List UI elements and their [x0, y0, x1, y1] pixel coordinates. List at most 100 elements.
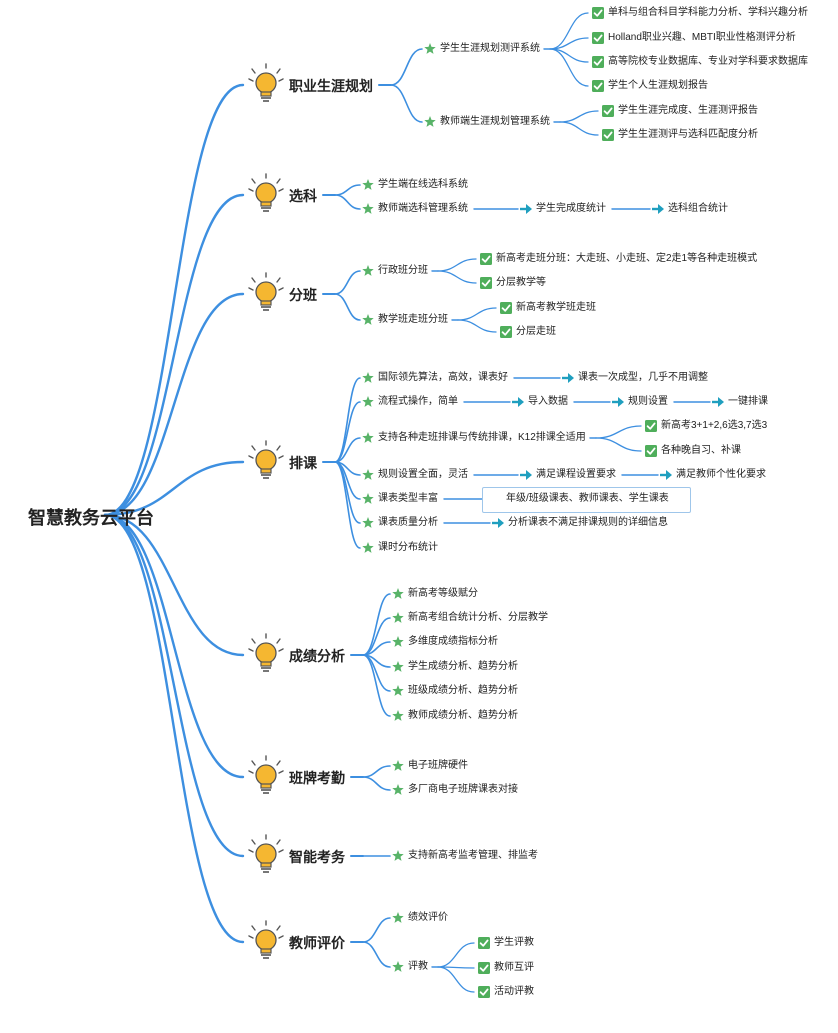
flow-step-label[interactable]: 导入数据: [528, 396, 568, 407]
leaf-label[interactable]: 学生生涯测评与选科匹配度分析: [618, 129, 758, 140]
flow-step-label[interactable]: 年级/班级课表、教师课表、学生课表: [506, 493, 669, 504]
arrow-right-icon: [562, 373, 574, 383]
subtopic-label[interactable]: 流程式操作，简单: [378, 396, 458, 407]
leaf-label[interactable]: 分层教学等: [496, 277, 546, 288]
leaf-label[interactable]: 教师互评: [494, 962, 534, 973]
check-icon: [480, 253, 492, 265]
connector-line: [362, 917, 391, 943]
subtopic-label[interactable]: 绩效评价: [408, 912, 448, 923]
connector-line: [362, 776, 391, 791]
check-icon: [478, 962, 490, 974]
subtopic-label[interactable]: 学生端在线选科系统: [378, 179, 468, 190]
connector-line: [334, 270, 361, 295]
flow-step-label[interactable]: 选科组合统计: [668, 203, 728, 214]
subtopic-label[interactable]: 学生生涯规划测评系统: [440, 43, 540, 54]
star-icon: [392, 784, 404, 795]
arrow-right-icon: [612, 397, 624, 407]
star-icon: [392, 661, 404, 672]
star-icon: [362, 469, 374, 480]
subtopic-label[interactable]: 支持新高考监考管理、排监考: [408, 850, 538, 861]
subtopic-label[interactable]: 电子班牌硬件: [408, 760, 468, 771]
arrow-right-icon: [660, 470, 672, 480]
leaf-label[interactable]: 活动评教: [494, 986, 534, 997]
connector-line: [362, 765, 391, 778]
subtopic-label[interactable]: 新高考组合统计分析、分层教学: [408, 612, 548, 623]
flow-step-label[interactable]: 分析课表不满足排课规则的详细信息: [508, 517, 668, 528]
leaf-label[interactable]: 学生生涯完成度、生涯测评报告: [618, 105, 758, 116]
star-icon: [362, 372, 374, 383]
star-icon: [362, 265, 374, 276]
subtopic-label[interactable]: 学生成绩分析、趋势分析: [408, 661, 518, 672]
star-icon: [424, 116, 436, 127]
star-icon: [362, 517, 374, 528]
connector-line: [437, 270, 477, 284]
leaf-label[interactable]: 新高考3+1+2,6选3,7选3: [661, 420, 768, 431]
flow-step-label[interactable]: 学生完成度统计: [536, 203, 606, 214]
flow-step-label[interactable]: 满足教师个性化要求: [676, 469, 766, 480]
subtopic-label[interactable]: 课时分布统计: [378, 542, 438, 553]
root-topic[interactable]: 智慧教务云平台: [28, 508, 154, 528]
connector-line: [559, 110, 599, 123]
leaf-label[interactable]: 单科与组合科目学科能力分析、学科兴趣分析: [608, 7, 808, 18]
connector-line: [334, 461, 361, 524]
topic-title[interactable]: 班牌考勤: [289, 770, 345, 786]
leaf-label[interactable]: 学生个人生涯规划报告: [608, 80, 708, 91]
leaf-label[interactable]: 学生评教: [494, 937, 534, 948]
leaf-label[interactable]: 新高考教学班走班: [516, 302, 596, 313]
connector-line: [457, 307, 497, 321]
subtopic-label[interactable]: 支持各种走班排课与传统排课，K12排课全适用: [378, 432, 586, 443]
flow-step-label[interactable]: 一键排课: [728, 396, 768, 407]
subtopic-label[interactable]: 行政班分班: [378, 265, 428, 276]
subtopic-label[interactable]: 课表质量分析: [378, 517, 438, 528]
connector-line: [103, 193, 245, 517]
leaf-label[interactable]: 新高考走班分班：大走班、小走班、定2走1等各种走班模式: [496, 253, 758, 264]
connector-line: [334, 437, 361, 463]
check-icon: [478, 986, 490, 998]
subtopic-label[interactable]: 教师成绩分析、趋势分析: [408, 710, 518, 721]
connector-line: [559, 121, 599, 136]
connector-line: [457, 319, 497, 333]
subtopic-label[interactable]: 课表类型丰富: [378, 493, 438, 504]
flow-step-label[interactable]: 满足课程设置要求: [536, 469, 616, 480]
leaf-label[interactable]: Holland职业兴趣、MBTI职业性格测评分析: [608, 32, 796, 43]
subtopic-label[interactable]: 教师端选科管理系统: [378, 203, 468, 214]
lightbulb-icon: [248, 920, 284, 959]
arrow-right-icon: [520, 204, 532, 214]
subtopic-label[interactable]: 教学班走班分班: [378, 314, 448, 325]
topic-title[interactable]: 职业生涯规划: [289, 78, 373, 94]
subtopic-label[interactable]: 规则设置全面，灵活: [378, 469, 468, 480]
flow-step-label[interactable]: 规则设置: [628, 396, 668, 407]
subtopic-label[interactable]: 新高考等级赋分: [408, 588, 478, 599]
subtopic-label[interactable]: 多厂商电子班牌课表对接: [408, 784, 518, 795]
subtopic-label[interactable]: 班级成绩分析、趋势分析: [408, 685, 518, 696]
topic-title[interactable]: 选科: [289, 188, 317, 204]
subtopic-label[interactable]: 教师端生涯规划管理系统: [440, 116, 550, 127]
leaf-label[interactable]: 分层走班: [516, 326, 556, 337]
star-icon: [362, 432, 374, 443]
flow-step-label[interactable]: 课表一次成型，几乎不用调整: [578, 372, 708, 383]
connector-line: [103, 513, 245, 944]
connector-line: [103, 513, 245, 657]
connector-line: [334, 401, 361, 463]
leaf-label[interactable]: 高等院校专业数据库、专业对学科要求数据库: [608, 56, 808, 67]
topic-title[interactable]: 教师评价: [289, 935, 345, 951]
subtopic-label[interactable]: 国际领先算法，高效，课表好: [378, 372, 508, 383]
star-icon: [362, 203, 374, 214]
check-icon: [592, 80, 604, 92]
connector-line: [362, 941, 391, 968]
leaf-label[interactable]: 各种晚自习、补课: [661, 445, 741, 456]
star-icon: [392, 612, 404, 623]
lightbulb-icon: [248, 173, 284, 212]
topic-title[interactable]: 成绩分析: [289, 648, 345, 664]
connector-line: [334, 293, 361, 321]
subtopic-label[interactable]: 评教: [408, 961, 428, 972]
connector-line: [103, 460, 245, 517]
topic-title[interactable]: 排课: [289, 455, 317, 471]
arrow-right-icon: [712, 397, 724, 407]
topic-title[interactable]: 分班: [289, 287, 317, 303]
connector-line: [437, 258, 477, 272]
topic-title[interactable]: 智能考务: [289, 849, 345, 865]
lightbulb-icon: [248, 272, 284, 311]
subtopic-label[interactable]: 多维度成绩指标分析: [408, 636, 498, 647]
